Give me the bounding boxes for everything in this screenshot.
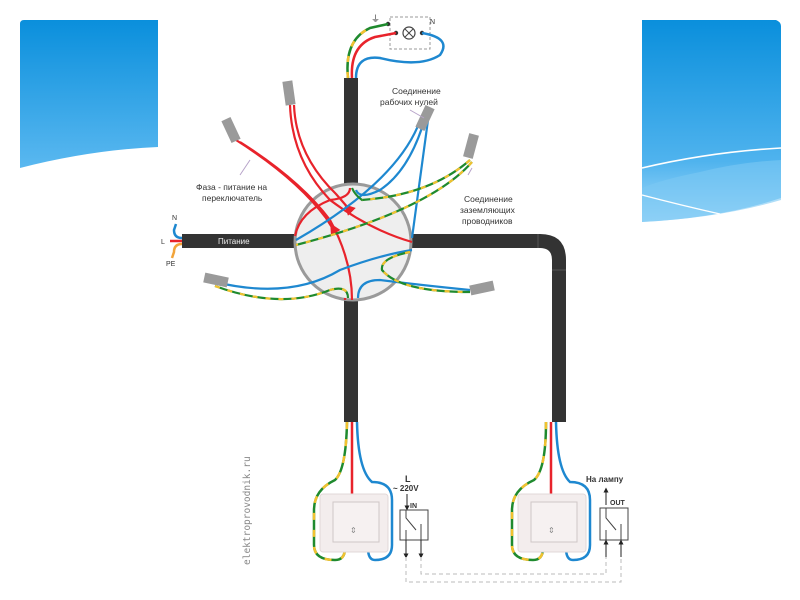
connector-phase-2 <box>282 80 296 106</box>
label-phase-feed-2: переключатель <box>202 193 263 203</box>
label-supply-l: L <box>161 239 165 246</box>
label-ground-join-1: Соединение <box>464 194 513 204</box>
switch-left-wires <box>312 421 394 562</box>
ground-symbol: ⏚ <box>371 14 380 24</box>
connector-right <box>469 280 495 296</box>
connector-ground-2 <box>203 272 229 288</box>
lamp-wires <box>346 22 445 79</box>
label-voltage: ~ 220V <box>393 484 419 493</box>
supply-wires <box>170 223 183 259</box>
switch-right-wires <box>510 421 592 562</box>
label-ground-join-2: заземляющих <box>460 205 516 215</box>
watermark: elektroprovodnik.ru <box>242 456 253 565</box>
switch-left-schematic: L ~ 220V IN <box>393 474 429 559</box>
switch-left[interactable]: ⇕ <box>319 493 389 553</box>
neutral-wires <box>214 117 471 299</box>
lamp-neutral-label: N <box>430 19 435 26</box>
lamp-fixture: ⏚ N <box>371 14 435 50</box>
slide-decoration-left <box>20 20 158 168</box>
cable-down-left <box>344 298 358 422</box>
callout-lines <box>239 109 473 176</box>
switch-toggle-icon: ⇕ <box>350 526 357 535</box>
label-supply-cable: Питание <box>218 237 250 246</box>
switch-right-schematic: На лампу OUT <box>586 475 629 557</box>
label-supply-n: N <box>172 215 177 222</box>
cable-up <box>344 78 358 188</box>
connector-ground-1 <box>463 133 479 159</box>
label-in: IN <box>410 503 417 510</box>
cable-right-bend <box>412 234 566 422</box>
cable-supply <box>182 234 294 248</box>
connector-phase-1 <box>221 117 241 143</box>
label-out: OUT <box>610 500 626 507</box>
label-neutral-join-2: рабочих нулей <box>380 97 438 107</box>
label-to-lamp: На лампу <box>586 475 624 484</box>
connector-neutral <box>415 105 435 131</box>
label-neutral-join-1: Соединение <box>392 86 441 96</box>
traveler-links <box>405 557 622 583</box>
label-supply-pe: PE <box>166 261 176 268</box>
label-phase-feed-1: Фаза - питание на <box>196 182 267 192</box>
label-line: L <box>405 474 411 484</box>
label-ground-join-3: проводников <box>462 216 513 226</box>
ground-wires <box>214 159 473 301</box>
switch-toggle-icon: ⇕ <box>548 526 555 535</box>
switch-right[interactable]: ⇕ <box>517 493 587 553</box>
slide-decoration-right <box>641 20 782 222</box>
